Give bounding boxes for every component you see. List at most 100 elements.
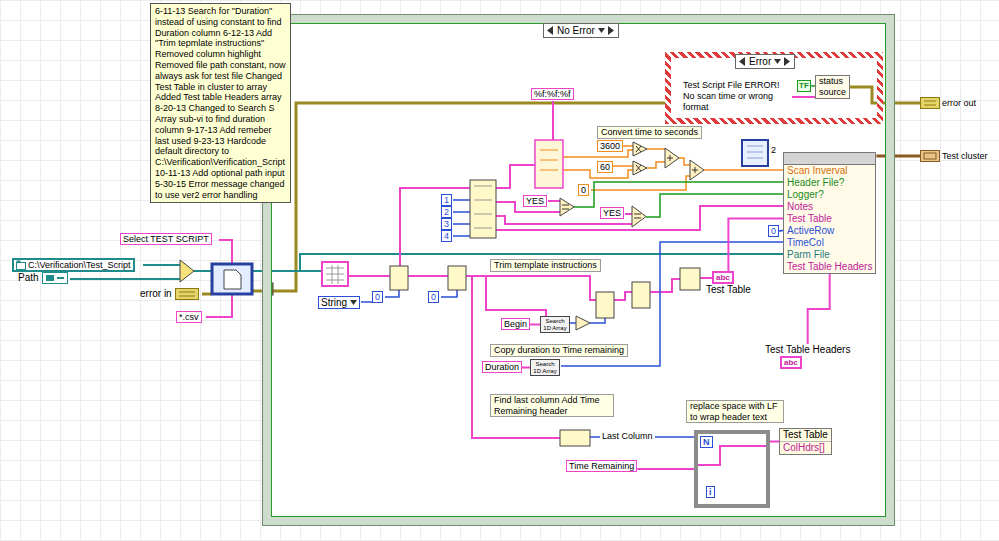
function-icons-part (636, 165, 641, 171)
string-wire-part (614, 292, 632, 300)
case-name: Error (749, 56, 771, 68)
string-constant: YES (600, 207, 624, 219)
constant-value: Begin (504, 319, 527, 329)
dropdown-arrow-part (350, 300, 357, 305)
function-icons-part (665, 148, 679, 168)
numeric-constant: 0 (578, 184, 589, 196)
function-icons-part (224, 270, 241, 289)
bundle-row: Scan Inverval (784, 165, 875, 177)
constant-value: 0 (375, 292, 380, 302)
constant-value: 0 (431, 292, 436, 302)
property-owner: Test Table (783, 429, 828, 440)
string-wire-part (792, 96, 815, 98)
function-icons-part (632, 282, 650, 308)
bundle-element: Parm File (787, 249, 830, 260)
terminal-label: error in (140, 288, 172, 300)
comment-label-box: Trim template instructions (490, 259, 601, 272)
selector-arrow (608, 26, 615, 35)
path-terminal-icon-part (42, 273, 67, 284)
string-wire-part (548, 200, 560, 202)
path-wire-part (70, 278, 180, 280)
constant-value: YES (526, 196, 544, 206)
error-cluster: statussource (815, 75, 850, 99)
string-wire-part (348, 275, 390, 277)
bundle-row: ActiveRow (784, 225, 875, 237)
folder-icon-part (17, 263, 26, 270)
string-wire-part (219, 240, 232, 264)
function-icons-part (634, 214, 641, 218)
numeric-constant: 60 (597, 161, 613, 173)
path-terminal-icon-part (57, 277, 64, 279)
case-selector: Error (735, 54, 795, 69)
string-wire (206, 97, 815, 465)
folder-icon-part (17, 261, 21, 263)
index-constant: 3 (441, 218, 452, 230)
selector-arrow (784, 57, 791, 66)
function-icons-part (636, 146, 641, 152)
error-terminal-icon-part (175, 289, 198, 300)
integer-wire-part (453, 235, 470, 237)
dropdown-arrow (350, 298, 357, 307)
function-icons-part (747, 146, 763, 158)
enum-value: String (321, 297, 347, 308)
string-wire-part (400, 188, 470, 276)
integer-wire-part (361, 301, 372, 303)
boolean-constant-box: TF (797, 80, 811, 92)
function-icons-part (322, 262, 348, 286)
bundle-element: Scan Inverval (787, 165, 848, 176)
loop-iteration: i (709, 487, 712, 497)
path-control: Path (18, 272, 68, 284)
constant-value: 0 (771, 226, 776, 236)
error-terminal-icon-part (921, 98, 940, 109)
string-constant: Time Remaining (566, 460, 637, 472)
cluster-terminal-icon (920, 150, 940, 162)
wire-connector (808, 274, 830, 344)
type-enum-constant: String (318, 296, 360, 309)
constant-value: 4 (444, 231, 449, 241)
comment-label: Find last column Add Time Remaining head… (494, 395, 610, 416)
float-wire-part (704, 169, 783, 171)
search-array-node: Search 1D Array (540, 316, 570, 333)
function-icons-part (540, 150, 558, 170)
string-constant: YES (523, 195, 547, 207)
function-icons-part (667, 155, 673, 161)
bundle-row: TimeCol (784, 237, 875, 249)
bundle-header (784, 153, 875, 165)
icon-number-box: 2 (771, 145, 776, 155)
string-wire-part (552, 101, 554, 140)
string-wire-part (206, 295, 232, 317)
error-terminal-icon (920, 97, 940, 109)
function-icons-part (560, 430, 590, 446)
comment-label-box: Convert time to seconds (597, 126, 702, 139)
string-wire-part (408, 275, 448, 277)
numeric-constant: 3600 (597, 140, 623, 152)
integer-wire-part (453, 223, 470, 225)
function-icons-part (535, 140, 563, 188)
wire-connector (522, 367, 530, 369)
indicator-label: Test Table Headers (765, 344, 850, 356)
property-row: ColHdrs[] (780, 441, 831, 454)
path-wire-part (143, 264, 180, 266)
wire-label: Last Column (602, 431, 653, 441)
cluster-terminal-icon-part (924, 153, 936, 159)
headers-indicator: Test Table Headersabc (765, 344, 850, 369)
path-wire-part (252, 270, 322, 272)
function-icons-part (562, 205, 569, 209)
selector-arrow (774, 57, 781, 66)
float-wire-part (647, 148, 665, 150)
bundle-row: Header File? (784, 177, 875, 189)
loop-count: N (703, 437, 710, 447)
function-icons-part (326, 265, 344, 284)
selector-arrow-part (608, 26, 614, 35)
table-indicator: abcTest Table (706, 271, 751, 296)
cluster-element: status (819, 76, 843, 86)
revision-comment: 6-11-13 Search for "Duration" instead of… (150, 3, 291, 203)
wire-connector (770, 441, 779, 443)
string-constant: *.csv (176, 311, 202, 323)
integer-wire-part (590, 318, 605, 323)
bundle-element: Test Table Headers (787, 261, 872, 272)
path-text: C:\Verification\Test_Script (28, 260, 131, 270)
function-icons-part (690, 160, 704, 180)
terminal-label: Path (18, 272, 39, 284)
index-constant: 4 (441, 230, 452, 242)
